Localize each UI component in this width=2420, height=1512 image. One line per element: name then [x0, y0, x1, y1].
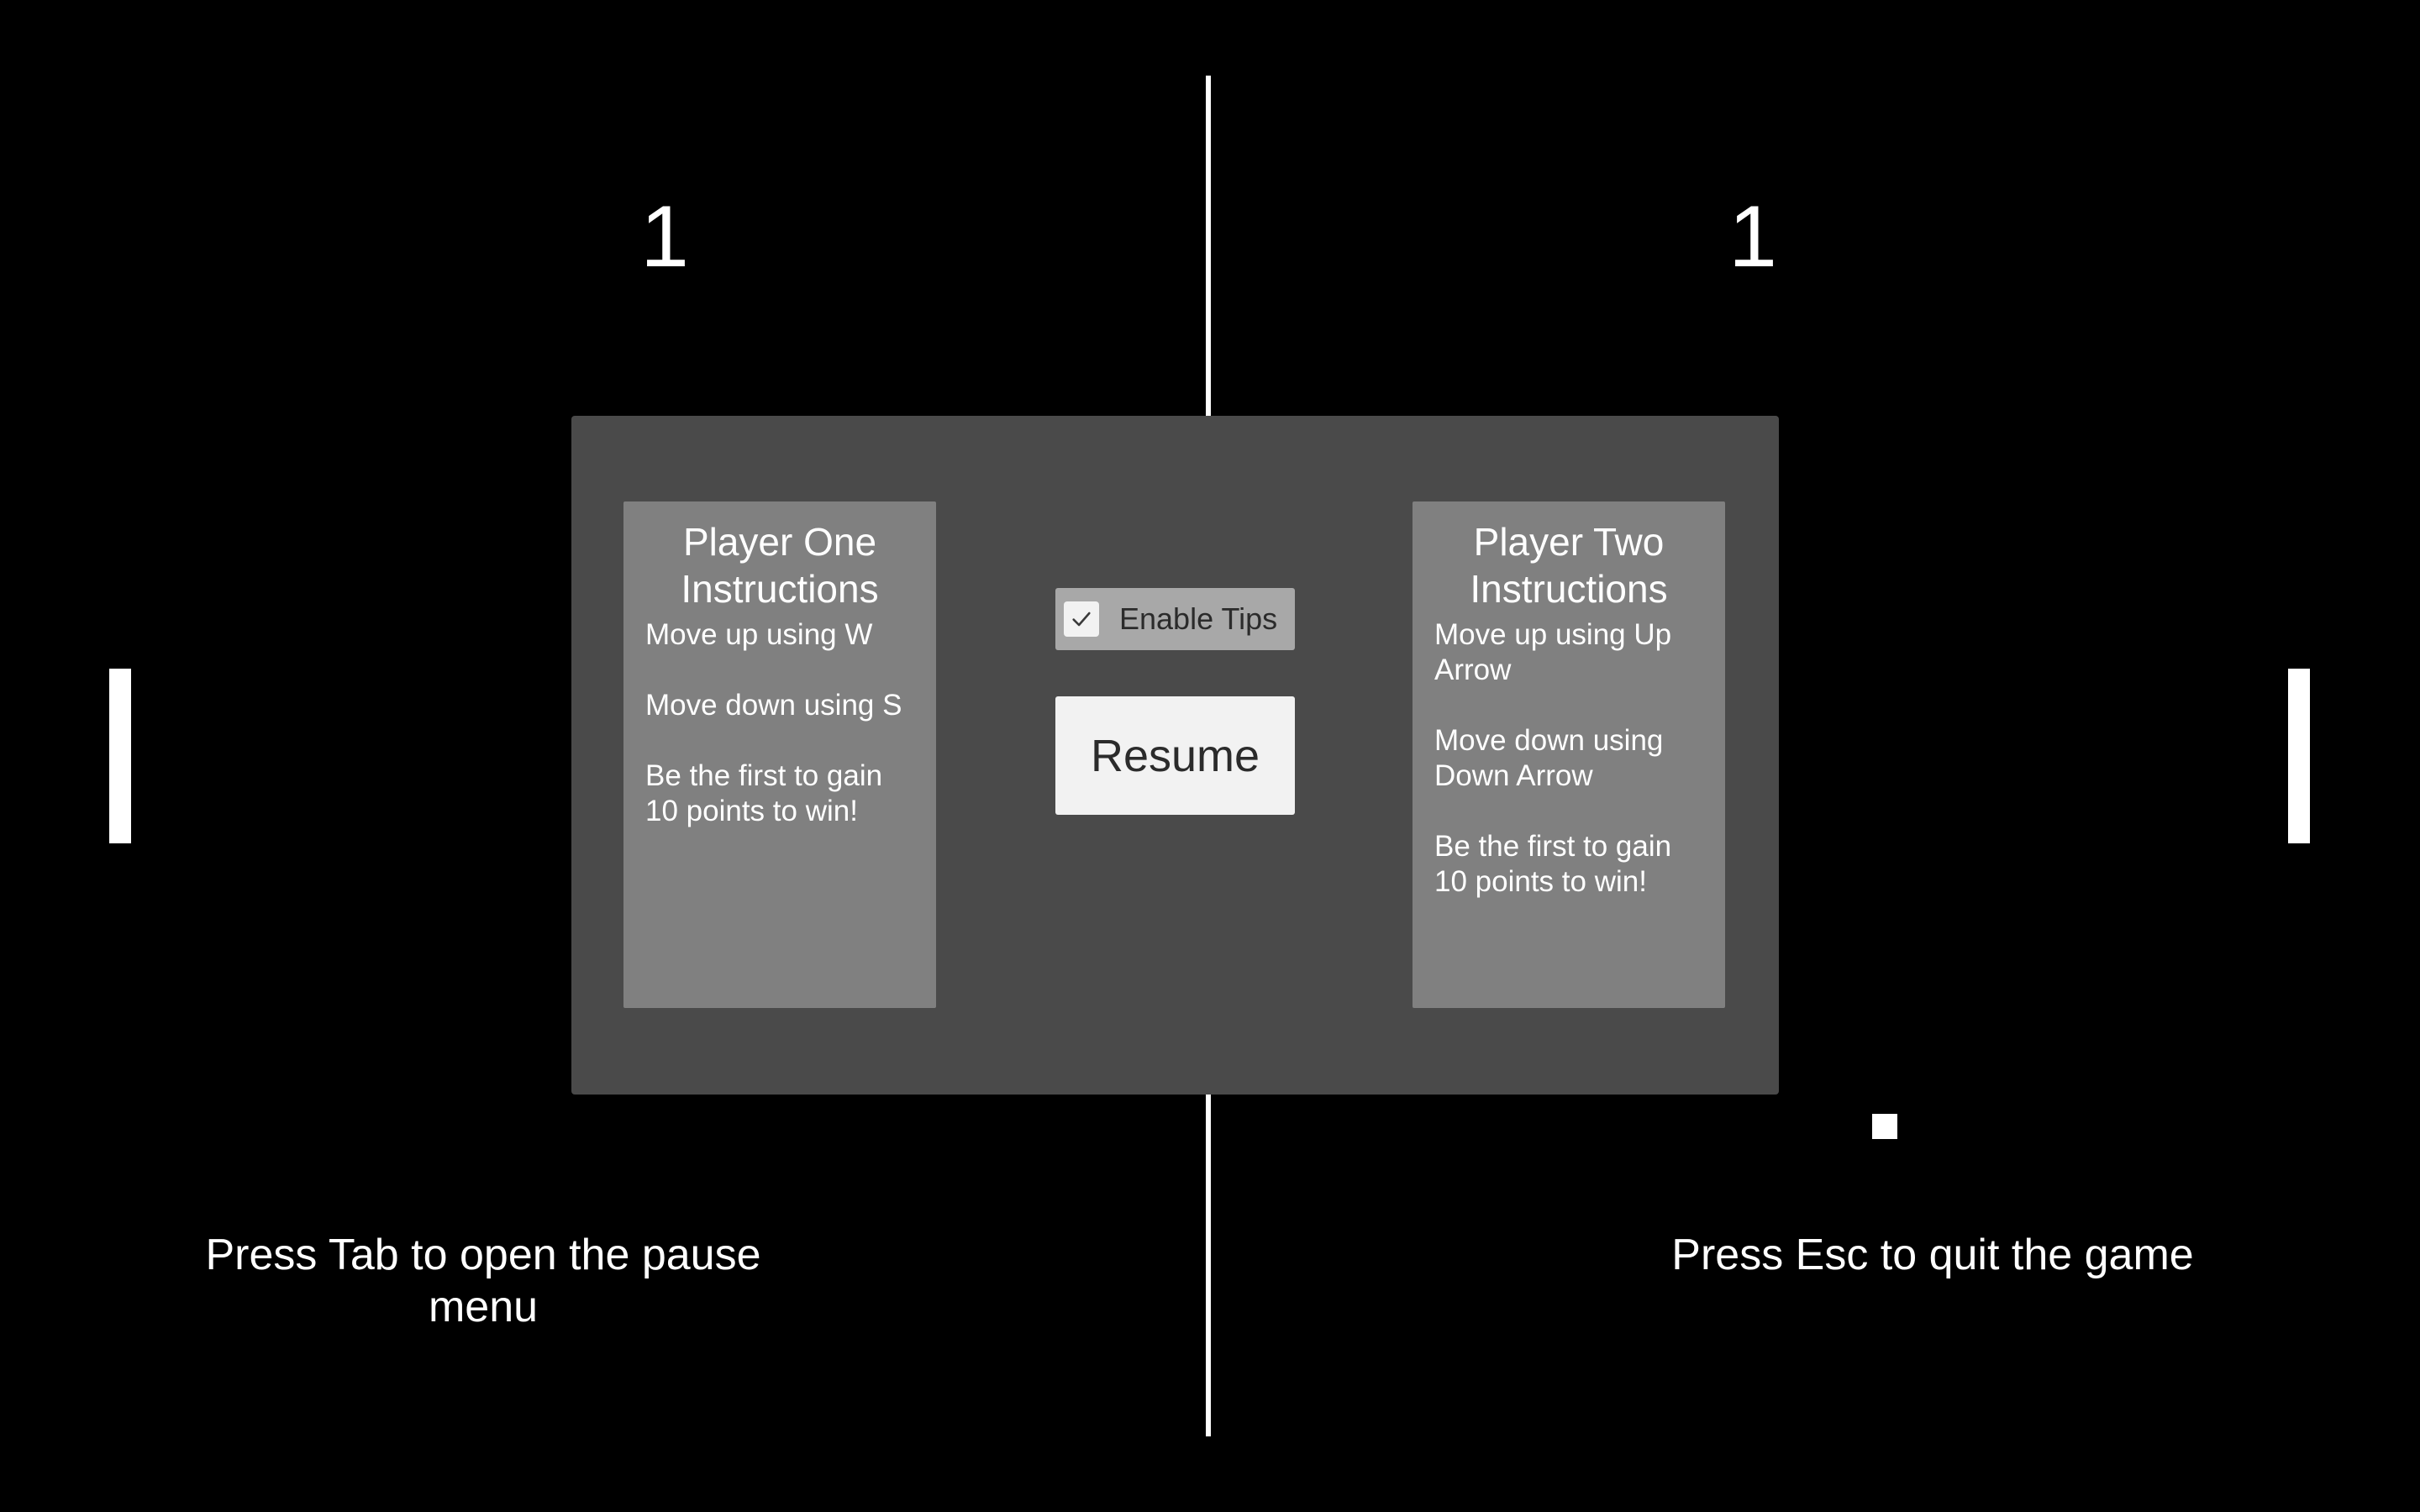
player-one-instructions-body: Move up using W Move down using S Be the…	[623, 617, 936, 829]
instruction-line: Be the first to gain 10 points to win!	[1434, 830, 1672, 898]
enable-tips-toggle[interactable]: Enable Tips	[1055, 588, 1295, 650]
resume-button[interactable]: Resume	[1055, 696, 1295, 815]
quit-hint: Press Esc to quit the game	[1671, 1231, 2194, 1279]
instruction-line: Move down using Down Arrow	[1434, 724, 1664, 792]
pause-hint: Press Tab to open the pause menu	[205, 1231, 761, 1331]
player-one-paddle	[109, 669, 131, 843]
checkmark-icon	[1072, 612, 1091, 627]
player-two-instructions-body: Move up using Up Arrow Move down using D…	[1413, 617, 1725, 900]
player-two-paddle	[2288, 669, 2310, 843]
player-one-score: 1	[640, 188, 689, 286]
enable-tips-label: Enable Tips	[1119, 601, 1278, 636]
player-two-score: 1	[1728, 188, 1777, 286]
player-one-instructions-title: Player One Instructions	[681, 520, 879, 611]
instruction-line: Move down using S	[645, 689, 902, 722]
ball	[1872, 1114, 1897, 1139]
center-line-bottom	[1206, 1095, 1211, 1436]
instruction-line: Be the first to gain 10 points to win!	[645, 759, 883, 827]
player-two-instructions-title: Player Two Instructions	[1470, 520, 1668, 611]
player-two-instructions: Player Two Instructions Move up using Up…	[1413, 501, 1725, 1008]
pause-menu-panel: Player One Instructions Move up using W …	[571, 416, 1779, 1095]
instruction-line: Move up using Up Arrow	[1434, 618, 1672, 686]
instruction-line: Move up using W	[645, 618, 873, 651]
enable-tips-checkbox[interactable]	[1064, 601, 1099, 637]
player-one-instructions: Player One Instructions Move up using W …	[623, 501, 936, 1008]
center-line-top	[1206, 76, 1211, 416]
